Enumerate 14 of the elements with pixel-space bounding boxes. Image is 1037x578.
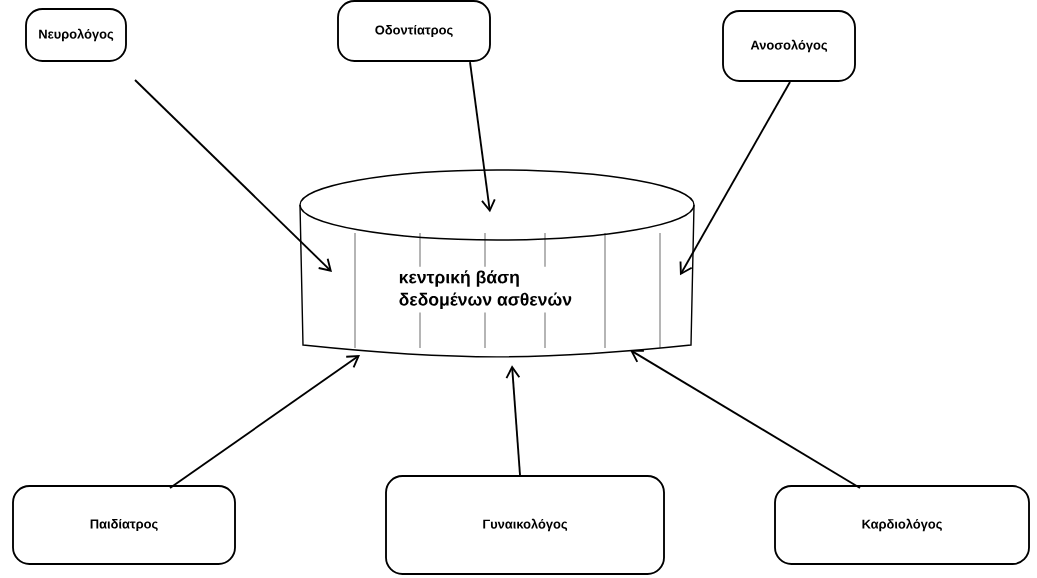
role-box: Νευρολόγος [25, 8, 127, 62]
role-box: Καρδιολόγος [774, 485, 1030, 565]
database-cylinder: κεντρική βάση δεδομένων ασθενών [299, 169, 695, 358]
role-box: Παιδίατρος [12, 485, 236, 565]
role-box: Οδοντίατρος [337, 0, 491, 62]
arrow [469, 61, 496, 213]
arrow [505, 365, 521, 476]
arrow [134, 79, 332, 272]
arrow [630, 349, 861, 489]
arrow [169, 355, 360, 489]
arrow [679, 81, 791, 276]
role-box: Γυναικολόγος [385, 475, 665, 575]
node-label: κεντρική βάση δεδομένων ασθενών [399, 270, 572, 310]
role-box: Ανοσολόγος [722, 10, 856, 82]
